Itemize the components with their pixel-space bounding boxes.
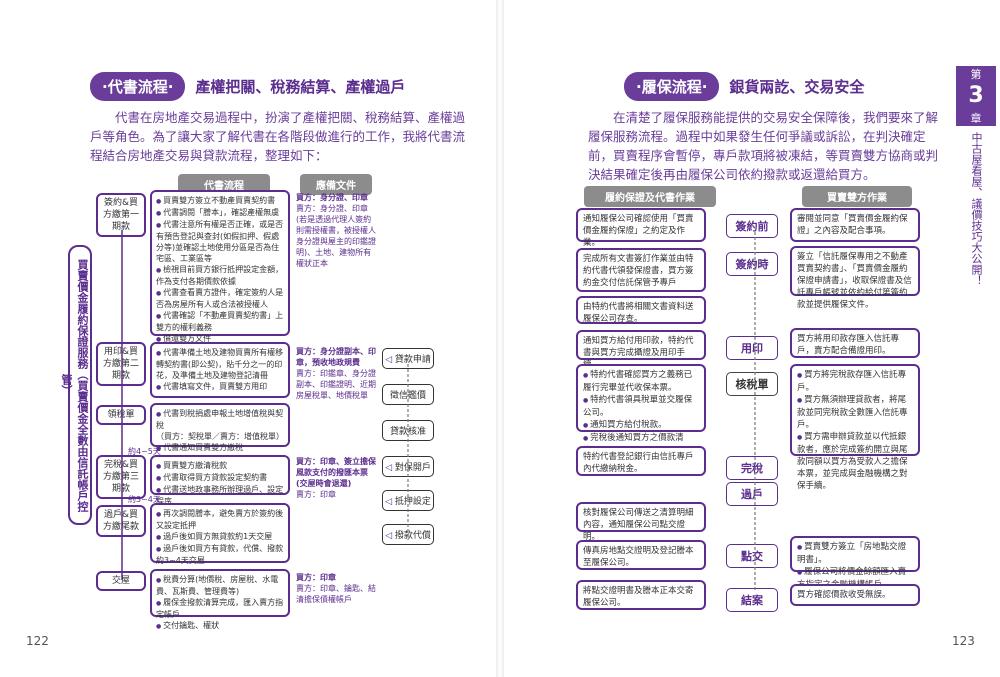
connector-lines	[0, 0, 1000, 677]
